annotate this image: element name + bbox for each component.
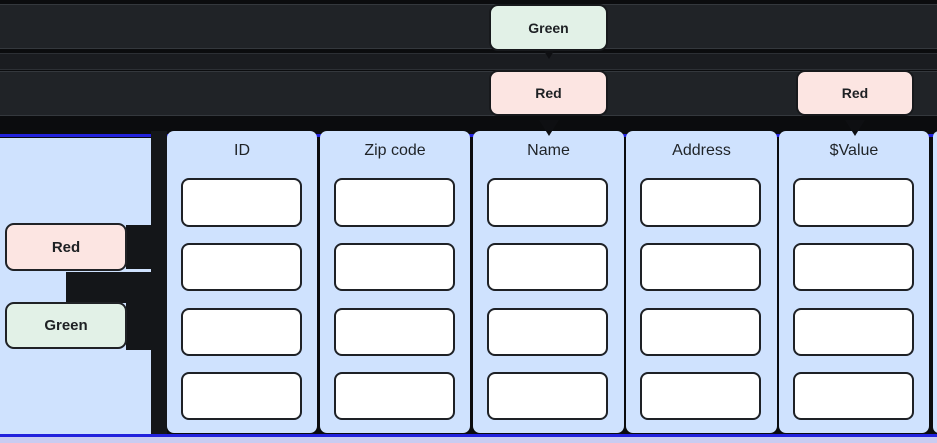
cell-id-4[interactable] xyxy=(181,372,302,420)
green-chip-top[interactable]: Green xyxy=(489,4,608,51)
cell-name-1[interactable] xyxy=(487,178,608,227)
connector-elbow xyxy=(66,272,166,303)
column-header-address: Address xyxy=(672,142,731,159)
cell-address-1[interactable] xyxy=(640,178,761,227)
column-header-name: Name xyxy=(527,142,570,159)
green-chip-pointer-icon xyxy=(544,51,554,59)
cell-value-2[interactable] xyxy=(793,243,914,291)
cell-name-4[interactable] xyxy=(487,372,608,420)
green-chip-top-label: Green xyxy=(528,19,569,36)
cell-id-3[interactable] xyxy=(181,308,302,356)
cell-zip-3[interactable] xyxy=(334,308,455,356)
cell-id-2[interactable] xyxy=(181,243,302,291)
row-node-bottom-border xyxy=(0,434,937,437)
cell-zip-1[interactable] xyxy=(334,178,455,227)
cell-name-2[interactable] xyxy=(487,243,608,291)
green-chip-side[interactable]: Green xyxy=(5,302,127,349)
cell-name-3[interactable] xyxy=(487,308,608,356)
panel-table-gap xyxy=(151,131,167,434)
column-header-id: ID xyxy=(234,142,250,159)
cell-id-1[interactable] xyxy=(181,178,302,227)
cell-value-3[interactable] xyxy=(793,308,914,356)
column-card-address: Address xyxy=(626,131,777,433)
red-chip-value-column[interactable]: Red xyxy=(796,70,914,116)
top-lane-1 xyxy=(0,4,937,49)
red-chip-name-label: Red xyxy=(535,85,562,101)
down-arrow-name-icon xyxy=(539,120,559,136)
down-arrow-value-icon xyxy=(845,120,865,136)
cell-value-4[interactable] xyxy=(793,372,914,420)
column-card-partial xyxy=(933,131,937,433)
column-card-value: $Value xyxy=(779,131,929,433)
top-lane-2 xyxy=(0,53,937,70)
cell-address-4[interactable] xyxy=(640,372,761,420)
column-card-id: ID xyxy=(167,131,317,433)
column-card-zip-code: Zip code xyxy=(320,131,470,433)
red-chip-name-column[interactable]: Red xyxy=(489,70,608,116)
column-header-zip-code: Zip code xyxy=(364,142,426,159)
column-card-name: Name xyxy=(473,131,624,433)
cell-zip-4[interactable] xyxy=(334,372,455,420)
column-header-value: $Value xyxy=(829,142,879,159)
top-lane-3 xyxy=(0,71,937,116)
green-chip-side-label: Green xyxy=(44,317,88,334)
cell-address-3[interactable] xyxy=(640,308,761,356)
cell-zip-2[interactable] xyxy=(334,243,455,291)
next-row-node-edge xyxy=(0,437,937,443)
cell-value-1[interactable] xyxy=(793,178,914,227)
red-chip-side-label: Red xyxy=(51,238,81,256)
red-chip-value-label: Red xyxy=(841,85,869,101)
cell-address-2[interactable] xyxy=(640,243,761,291)
red-chip-side[interactable]: Red xyxy=(5,223,127,271)
